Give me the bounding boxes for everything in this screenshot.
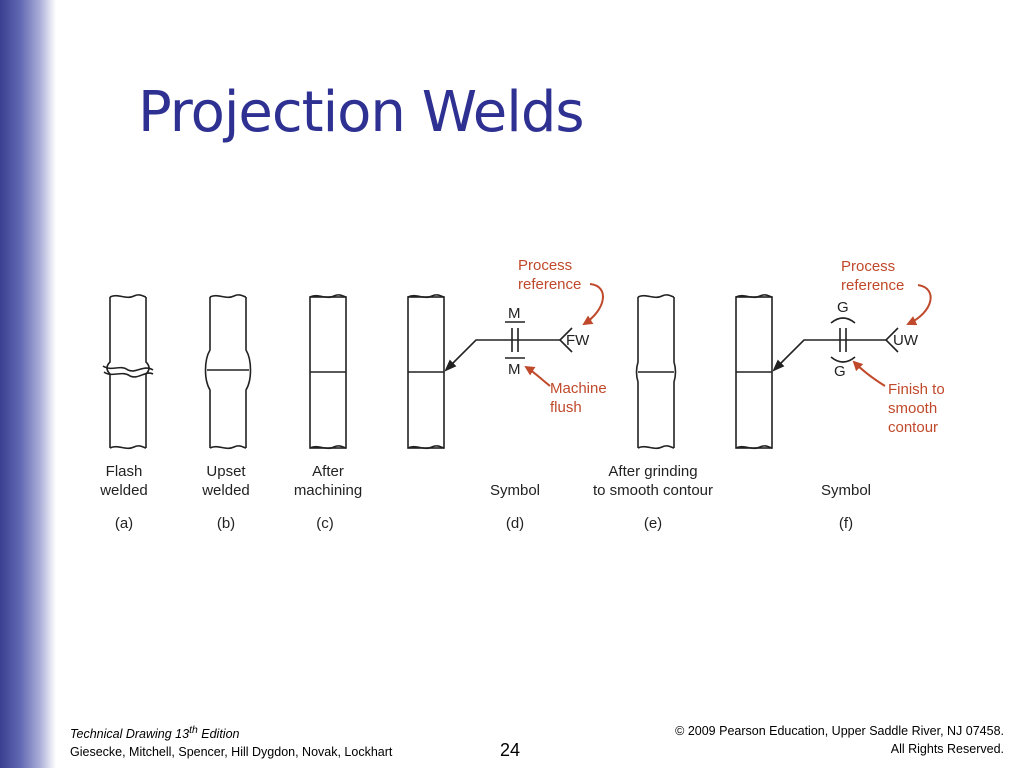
callout-finish-f-1: Finish to bbox=[888, 381, 945, 398]
callout-process-f-2: reference bbox=[841, 277, 904, 294]
bar-after-grinding bbox=[635, 294, 677, 450]
footer-edition-word: Edition bbox=[201, 727, 240, 742]
caption-a-line2: welded bbox=[99, 482, 148, 499]
footer-copyright: © 2009 Pearson Education, Upper Saddle R… bbox=[675, 724, 1004, 738]
callout-finish-f-2: smooth bbox=[888, 400, 937, 417]
caption-b-line2: welded bbox=[201, 482, 250, 499]
caption-b-line1: Upset bbox=[206, 463, 246, 480]
process-d: FW bbox=[566, 332, 590, 349]
caption-c-line2: machining bbox=[294, 482, 362, 499]
callout-process-d-1: Process bbox=[518, 257, 572, 274]
callout-finish-d-1: Machine bbox=[550, 380, 607, 397]
bar-upset-welded bbox=[204, 294, 252, 450]
slide-title: Projection Welds bbox=[138, 80, 585, 145]
callout-finish-f-3: contour bbox=[888, 419, 938, 436]
callout-finish-d-2: flush bbox=[550, 399, 582, 416]
caption-c-letter: (c) bbox=[316, 515, 334, 532]
caption-f-letter: (f) bbox=[839, 515, 853, 532]
callout-process-f-1: Process bbox=[841, 258, 895, 275]
caption-c-line1: After bbox=[312, 463, 344, 480]
contour-top-d: M bbox=[508, 305, 521, 322]
footer-citation: Technical Drawing 13th Edition Giesecke,… bbox=[70, 722, 392, 761]
callout-process-d-2: reference bbox=[518, 276, 581, 293]
caption-b-letter: (b) bbox=[217, 515, 235, 532]
bar-symbol-f bbox=[735, 294, 899, 450]
footer-rights: All Rights Reserved. bbox=[890, 742, 1004, 756]
left-gradient-bar bbox=[0, 0, 56, 768]
bar-symbol-d bbox=[407, 294, 573, 450]
arrow-process-f bbox=[906, 284, 932, 326]
footer-book-line: Technical Drawing 13th Edition bbox=[70, 722, 392, 743]
arrow-finish-f bbox=[852, 360, 886, 387]
caption-e-letter: (e) bbox=[644, 515, 662, 532]
footer-edition-suffix: th bbox=[189, 725, 198, 736]
footer-authors: Giesecke, Mitchell, Spencer, Hill Dygdon… bbox=[70, 745, 393, 760]
footer-edition-number: 13 bbox=[175, 727, 190, 742]
bar-after-machining bbox=[309, 294, 347, 450]
caption-e-line1: After grinding bbox=[608, 463, 697, 480]
contour-bottom-d: M bbox=[508, 361, 521, 378]
arrow-process-d bbox=[582, 283, 604, 326]
bar-flash-welded bbox=[102, 294, 154, 450]
caption-a-letter: (a) bbox=[115, 515, 133, 532]
caption-d-line2: Symbol bbox=[490, 482, 540, 499]
page-number: 24 bbox=[500, 740, 521, 760]
arrow-finish-d bbox=[524, 365, 551, 387]
footer-book-title: Technical Drawing bbox=[70, 727, 172, 742]
caption-d-letter: (d) bbox=[506, 515, 524, 532]
process-f: UW bbox=[893, 332, 919, 349]
caption-f-line2: Symbol bbox=[821, 482, 871, 499]
contour-bottom-f: G bbox=[834, 363, 846, 380]
footer-copyright-block: © 2009 Pearson Education, Upper Saddle R… bbox=[675, 722, 1004, 758]
caption-e-line2: to smooth contour bbox=[593, 482, 713, 499]
contour-top-f: G bbox=[837, 299, 849, 316]
caption-a-line1: Flash bbox=[106, 463, 143, 480]
